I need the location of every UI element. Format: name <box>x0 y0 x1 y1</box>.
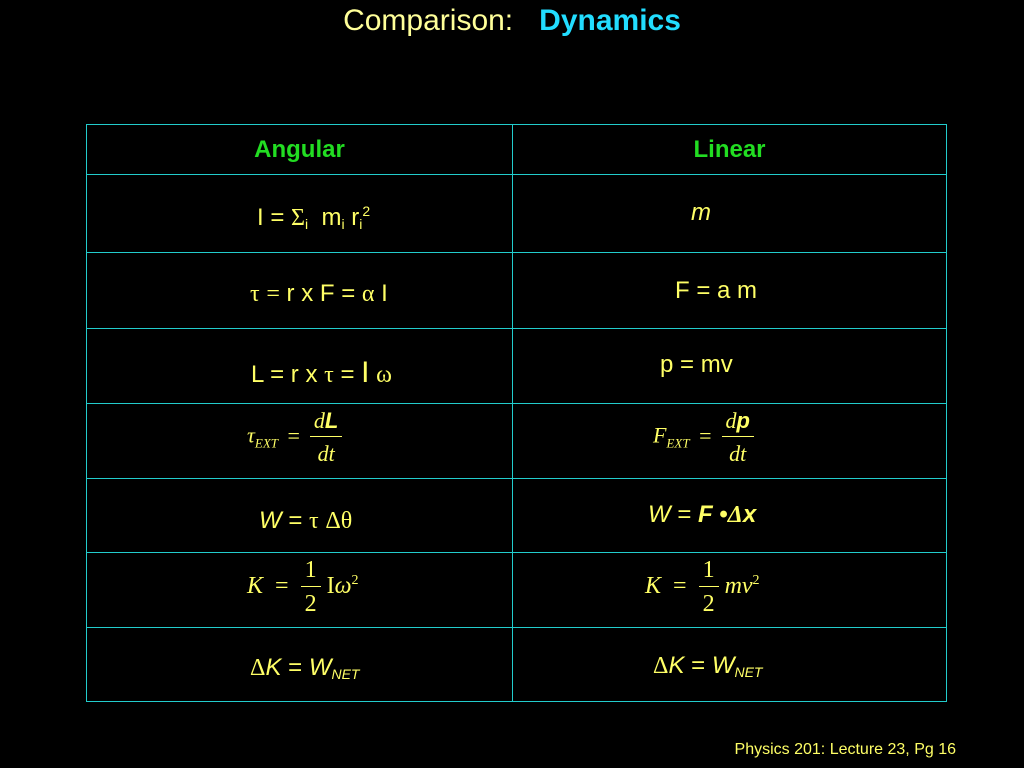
table-row: W = τ Δθ W = F •Δx <box>86 478 947 553</box>
cell-angular-work: W = τ Δθ <box>86 478 513 553</box>
cell-linear-work: W = F •Δx <box>512 478 947 553</box>
torque-formula: τ = r x F = α I <box>250 280 388 307</box>
slide-title-accent: Dynamics <box>539 4 681 37</box>
table-row: I = Σi mi ri2 m <box>86 174 947 253</box>
table-row: L = r x τ = I ω p = mv <box>86 328 947 404</box>
angular-work-energy-formula: ΔK = WNET <box>250 654 360 682</box>
angular-work-formula: W = τ Δθ <box>259 507 353 534</box>
cell-linear-work-energy: ΔK = WNET <box>512 627 947 702</box>
comparison-table: Angular Linear I = Σi mi ri2 m τ = r x F… <box>86 124 947 702</box>
table-row: ΔK = WNET ΔK = WNET <box>86 627 947 702</box>
cell-angular-work-energy: ΔK = WNET <box>86 627 513 702</box>
table-row: τ = r x F = α I F = a m <box>86 252 947 329</box>
slide-title: Comparison: Dynamics <box>0 4 1024 38</box>
slide-title-prefix: Comparison: <box>343 4 514 37</box>
header-angular: Angular <box>86 124 513 175</box>
header-linear: Linear <box>512 124 947 175</box>
linear-work-energy-formula: ΔK = WNET <box>653 652 763 680</box>
table-header-row: Angular Linear <box>86 124 947 175</box>
cell-linear-momentum: p = mv <box>512 328 947 404</box>
cell-linear-mass: m <box>512 174 947 253</box>
cell-angular-inertia: I = Σi mi ri2 <box>86 174 513 253</box>
slide-footer: Physics 201: Lecture 23, Pg 16 <box>734 741 956 758</box>
angular-momentum-formula: L = r x τ = I ω <box>251 356 392 389</box>
momentum-formula: p = mv <box>660 351 733 378</box>
cell-angular-torque: τ = r x F = α I <box>86 252 513 329</box>
mass-formula: m <box>691 199 711 226</box>
cell-angular-momentum: L = r x τ = I ω <box>86 328 513 404</box>
linear-work-formula: W = F •Δx <box>648 501 757 528</box>
force-formula: F = a m <box>675 277 758 304</box>
inertia-formula: I = Σi mi ri2 <box>257 203 371 232</box>
cell-linear-force: F = a m <box>512 252 947 329</box>
